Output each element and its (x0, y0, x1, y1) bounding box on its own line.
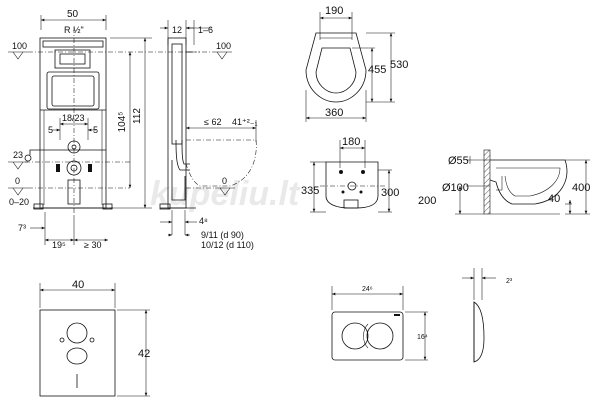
frame-bottom-b-label: 19⁵ (52, 240, 66, 250)
frame-side-view: 12 1–6 100 ≤ 62 41⁺²₋₁ 0 (159, 20, 258, 250)
bowl-outlet-height-label: 200 (418, 195, 436, 207)
side-pipe-b-label: 10/12 (d 110) (201, 240, 254, 250)
bowl-back-view: 180 335 300 (301, 136, 399, 213)
frame-offset-right-label: 5 (93, 125, 98, 135)
frame-floor-range-label: 0–20 (9, 197, 29, 207)
bowl-back-height-right-label: 300 (381, 187, 399, 199)
flush-plate-side-view: 2³ (462, 268, 513, 363)
side-depth-label: ≤ 62 (204, 117, 221, 127)
bowl-top-width-bottom-label: 360 (325, 107, 343, 119)
bowl-wall-offset-label: 40 (548, 193, 560, 205)
frame-bottom-c-label: ≥ 30 (84, 240, 101, 250)
plate-width-label: 24⁶ (362, 286, 373, 293)
frame-top-width-label: 50 (67, 9, 79, 20)
side-tolerance-label: 41⁺²₋₁ (232, 117, 258, 127)
side-level-label: 100 (216, 41, 231, 51)
bowl-back-height-left-label: 335 (301, 185, 319, 197)
frame-height-total-label: 112 (132, 108, 143, 124)
bowl-top-width-label: 190 (325, 5, 343, 17)
level-mark-100 (8, 51, 200, 60)
frame-front-view: 100 50 R ½" (8, 9, 200, 250)
frame-centers-label: 18/23 (62, 113, 85, 123)
frame-bottom-a-label: 7³ (18, 223, 26, 233)
side-pipe-a-label: 9/11 (d 90) (201, 230, 244, 240)
side-top-b-label: 1–6 (198, 25, 213, 35)
frame-level-floor-label: 0 (15, 176, 20, 186)
panel-height-label: 42 (138, 348, 150, 360)
panel-width-label: 40 (72, 279, 84, 291)
frame-level-top-label: 100 (12, 41, 27, 51)
service-panel-view: 40 42 (39, 279, 150, 397)
bowl-inlet-label: Ø55 (448, 155, 469, 167)
frame-level-mid-label: 23 (13, 150, 23, 160)
plate-height-label: 16⁴ (417, 334, 428, 341)
frame-height-inner-label: 104⁵ (117, 112, 128, 133)
bowl-side-view: Ø55 Ø100 200 400 40 (418, 149, 590, 215)
plate-depth-label: 2³ (506, 278, 513, 285)
bowl-holes-label: 180 (342, 136, 360, 148)
side-top-a-label: 12 (172, 25, 182, 35)
bowl-outlet-label: Ø100 (442, 182, 469, 194)
side-floor-label: 0 (222, 176, 227, 186)
bowl-top-view: 190 455 530 360 (305, 5, 408, 122)
side-offset-bottom-label: 4⁸ (199, 216, 208, 226)
bowl-length-inner-label: 455 (368, 64, 386, 76)
bowl-side-height-label: 400 (572, 182, 590, 194)
flush-plate-front-view: 24⁶ 16⁴ (331, 286, 428, 361)
bowl-length-outer-label: 530 (390, 59, 408, 71)
frame-offset-left-label: 5 (48, 125, 53, 135)
